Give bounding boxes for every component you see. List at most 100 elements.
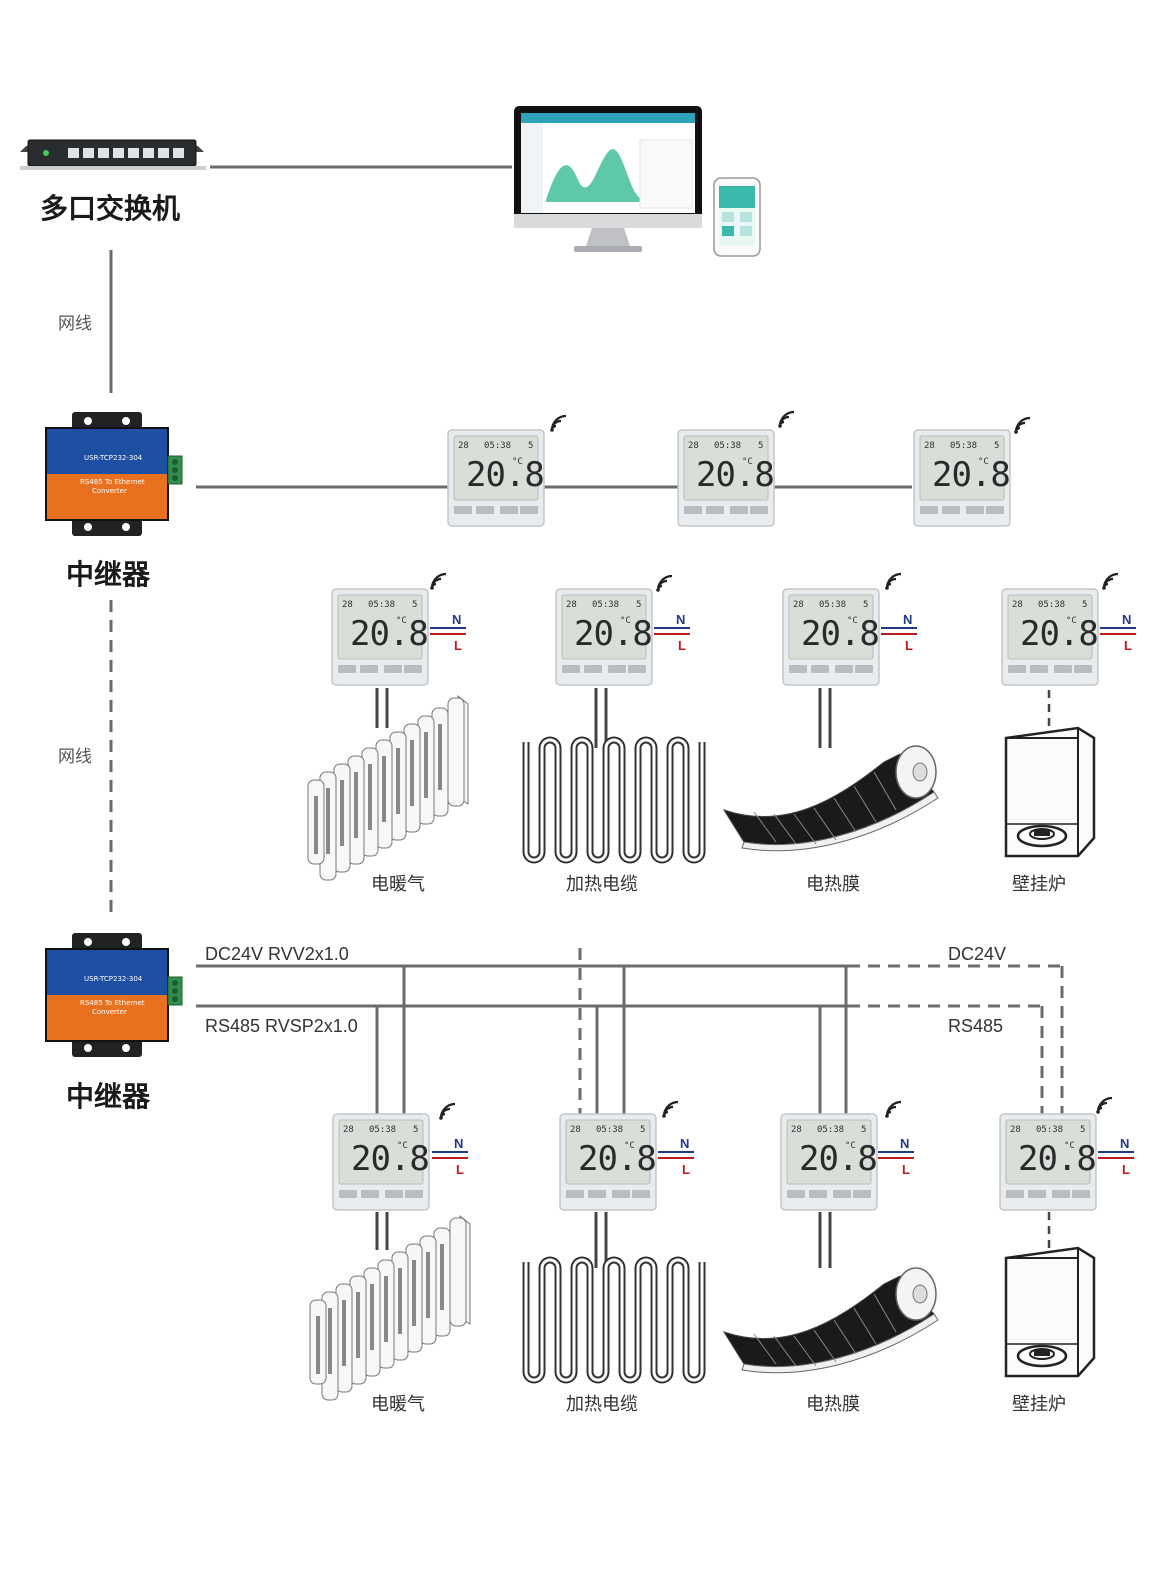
appliance-label-heating-cable: 加热电缆 (566, 874, 638, 895)
appliance-label-heating-film-2: 电热膜 (806, 1394, 860, 1415)
bus-drops (375, 948, 1064, 1114)
wifi-icon (884, 1100, 903, 1119)
signal-bus-label: RS485 RVSP2x1.0 (205, 1016, 358, 1036)
thermostat-radiator-2: 28 05:38 5 20.8 °C (332, 1113, 430, 1211)
svg-text:L: L (682, 1162, 690, 1177)
thermostat-wireless-3: 28 05:38 5 20.8 °C (913, 429, 1011, 527)
svg-text:20.8: 20.8 (574, 614, 652, 654)
switch-label: 多口交换机 (40, 192, 180, 225)
svg-text:°C: °C (620, 616, 631, 626)
thermostat-film-1: 28 05:38 5 20.8 °C (782, 588, 880, 686)
monitor-icon (514, 106, 702, 252)
appliance-label-radiator-2: 电暖气 (371, 1394, 425, 1415)
nl-wiring-icon: N L (1099, 612, 1137, 653)
svg-text:28: 28 (342, 600, 353, 610)
svg-text:USR-TCP232-304: USR-TCP232-304 (84, 454, 143, 462)
heating-cable-icon (526, 740, 702, 860)
svg-text:5: 5 (1080, 1125, 1085, 1135)
svg-text:5: 5 (994, 441, 999, 451)
wall-boiler-icon (1004, 726, 1096, 858)
svg-text:USR-TCP232-304: USR-TCP232-304 (84, 975, 143, 983)
svg-text:20.8: 20.8 (350, 614, 428, 654)
nl-wiring-icon: N L (431, 1136, 469, 1177)
svg-text:L: L (1122, 1162, 1130, 1177)
svg-text:5: 5 (758, 441, 763, 451)
svg-text:28: 28 (1010, 1125, 1021, 1135)
wifi-icon (1013, 416, 1032, 435)
power-bus-label-short: DC24V (948, 944, 1006, 964)
svg-text:N: N (680, 1136, 689, 1151)
thermostat-boiler-1: 28 05:38 5 20.8 °C (1001, 588, 1099, 686)
svg-text:20.8: 20.8 (696, 455, 774, 495)
svg-text:05:38: 05:38 (950, 441, 977, 451)
power-bus-label: DC24V RVV2x1.0 (205, 944, 349, 964)
repeater-device-2: USR-TCP232-304 RS485 To Ethernet Convert… (45, 932, 183, 1058)
svg-text:5: 5 (1082, 600, 1087, 610)
svg-text:05:38: 05:38 (817, 1125, 844, 1135)
thermostat-film-2: 28 05:38 5 20.8 °C (780, 1113, 878, 1211)
svg-text:L: L (678, 638, 686, 653)
wifi-icon (884, 572, 903, 591)
svg-text:5: 5 (640, 1125, 645, 1135)
thermostat-boiler-2: 28 05:38 5 20.8 °C (999, 1113, 1097, 1211)
appliance-label-wall-boiler: 壁挂炉 (1012, 874, 1066, 895)
svg-text:°C: °C (1066, 616, 1077, 626)
svg-text:N: N (676, 612, 685, 627)
wifi-icon (438, 1102, 457, 1121)
svg-text:05:38: 05:38 (1038, 600, 1065, 610)
thermostat-cable-2: 28 05:38 5 20.8 °C (559, 1113, 657, 1211)
wifi-icon (655, 574, 674, 593)
svg-text:5: 5 (412, 600, 417, 610)
nl-wiring-icon: N L (1097, 1136, 1135, 1177)
svg-text:L: L (905, 638, 913, 653)
wifi-icon (661, 1100, 680, 1119)
svg-text:28: 28 (793, 600, 804, 610)
appliance-label-heating-cable-2: 加热电缆 (566, 1394, 638, 1415)
svg-text:°C: °C (624, 1141, 635, 1151)
svg-text:28: 28 (1012, 600, 1023, 610)
svg-text:5: 5 (528, 441, 533, 451)
svg-text:°C: °C (742, 457, 753, 467)
thermostat-radiator-1: 28 05:38 5 20.8 °C (331, 588, 429, 686)
svg-text:L: L (902, 1162, 910, 1177)
svg-text:28: 28 (566, 600, 577, 610)
svg-text:20.8: 20.8 (801, 614, 879, 654)
svg-text:N: N (454, 1136, 463, 1151)
repeater-device-1: USR-TCP232-304 RS485 To Ethernet Convert… (45, 411, 183, 537)
svg-text:N: N (1122, 612, 1131, 627)
appliance-label-heating-film: 电热膜 (806, 874, 860, 895)
svg-text:N: N (452, 612, 461, 627)
svg-text:05:38: 05:38 (819, 600, 846, 610)
svg-text:°C: °C (1064, 1141, 1075, 1151)
svg-text:°C: °C (396, 616, 407, 626)
appliance-row-1: 28 05:38 5 20.8 °C N L 电暖气 28 05:38 5 20… (307, 572, 1137, 895)
svg-text:N: N (903, 612, 912, 627)
wifi-icon (1095, 1096, 1114, 1115)
radiator-icon (309, 1215, 471, 1401)
wifi-icon (1101, 572, 1120, 591)
svg-text:°C: °C (397, 1141, 408, 1151)
svg-text:°C: °C (978, 457, 989, 467)
svg-text:5: 5 (861, 1125, 866, 1135)
svg-text:05:38: 05:38 (1036, 1125, 1063, 1135)
phone-icon (713, 177, 761, 257)
heating-film-icon (723, 1267, 939, 1374)
heating-cable-icon (526, 1260, 702, 1380)
svg-text:L: L (454, 638, 462, 653)
svg-text:Converter: Converter (92, 487, 127, 495)
repeater-label-1: 中继器 (66, 558, 151, 591)
svg-text:20.8: 20.8 (932, 455, 1010, 495)
svg-text:20.8: 20.8 (1020, 614, 1098, 654)
svg-text:20.8: 20.8 (466, 455, 544, 495)
svg-text:05:38: 05:38 (596, 1125, 623, 1135)
svg-text:05:38: 05:38 (592, 600, 619, 610)
svg-text:28: 28 (791, 1125, 802, 1135)
svg-text:RS485 To Ethernet: RS485 To Ethernet (80, 999, 145, 1007)
network-cable-label-1: 网线 (58, 314, 92, 334)
nl-wiring-icon: N L (657, 1136, 695, 1177)
repeater-label-2: 中继器 (66, 1080, 151, 1113)
svg-text:N: N (900, 1136, 909, 1151)
svg-text:28: 28 (688, 441, 699, 451)
